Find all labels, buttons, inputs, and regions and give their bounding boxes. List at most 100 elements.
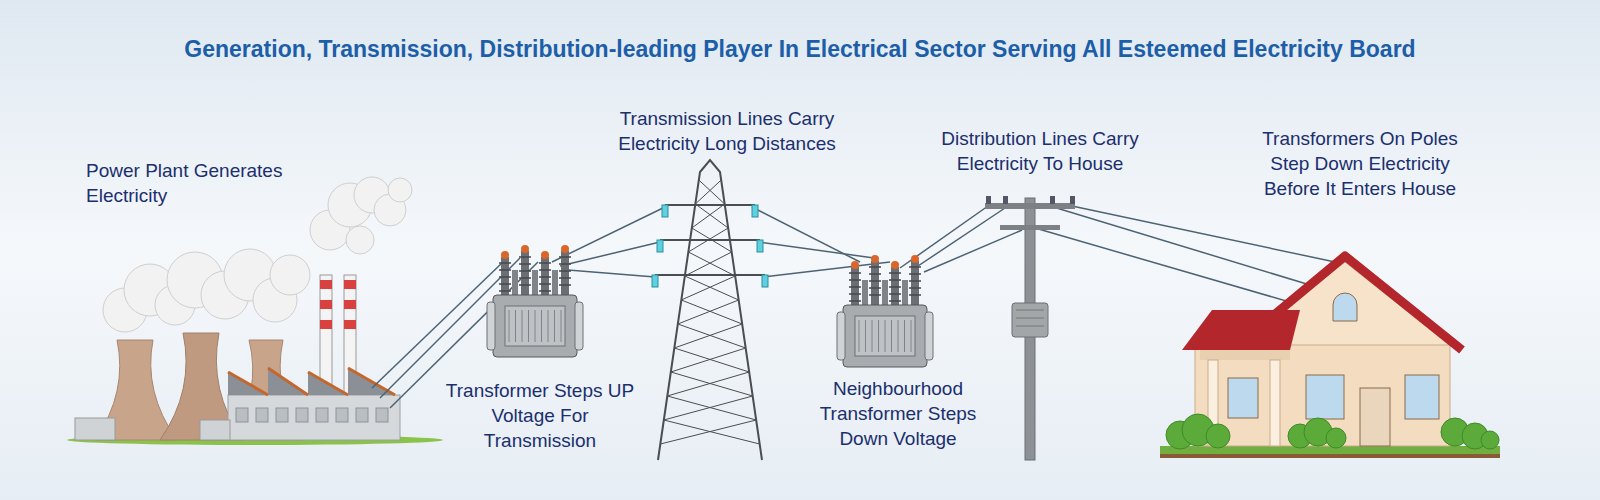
transmission-tower-part [757,240,763,252]
power-plant-part [344,300,356,309]
neighbourhood-transformer-part [865,320,866,352]
house-part [1360,388,1390,446]
neighbourhood-transformer-part [904,320,905,352]
step-up-transformer-part [539,269,551,271]
power-line-part [1072,206,1335,262]
step-up-transformer-part [575,302,583,350]
house-part [1195,340,1450,446]
transmission-tower [652,160,768,460]
step-up-transformer-part [552,270,558,295]
power-plant-part [308,372,348,395]
neighbourhood-transformer-part [869,294,881,296]
neighbourhood-transformer-part [878,320,879,352]
step-up-transformer-part [532,270,538,295]
utility-pole-part [1016,310,1044,311]
step-caption: Transformers On Poles Step Down Electric… [1240,126,1480,201]
utility-pole-part [1016,318,1044,319]
power-line-part [924,230,1022,272]
house-part [1326,428,1346,448]
transmission-tower-part [692,204,725,228]
neighbourhood-transformer-part [871,255,879,263]
neighbourhood-transformer [837,255,933,367]
transmission-tower-part [671,348,746,372]
power-plant-part [320,280,356,329]
step-up-transformer-part [519,284,531,286]
power-line-part [1035,228,1300,305]
house-part [1306,375,1344,419]
transmission-tower-part [681,276,735,300]
utility-pole-part [1070,196,1075,204]
neighbourhood-transformer-part [889,286,901,288]
neighbourhood-transformer-part [891,320,892,352]
step-up-transformer-part [512,270,518,295]
transmission-tower-part [678,300,739,324]
utility-pole-part [1012,303,1048,337]
power-plant-part [316,408,328,422]
neighbourhood-transformer-part [909,287,921,289]
power-plant-part [270,255,310,295]
neighbourhood-transformer-part [909,273,921,275]
neighbourhood-transformer-part [909,266,921,268]
power-line-part [912,208,1005,270]
step-up-transformer-part [505,306,565,346]
utility-pole-part [1016,326,1044,327]
step-up-transformer-part [521,245,529,253]
power-plant-part [320,280,332,289]
neighbourhood-transformer-part [925,312,933,360]
power-plant-part [308,372,348,395]
neighbourhood-transformer-part [869,287,881,289]
house-part [1166,414,1499,449]
neighbourhood-transformer-part [882,280,888,305]
step-up-transformer-part [559,277,571,279]
transmission-tower-part [699,180,725,204]
neighbourhood-transformer-part [889,272,901,274]
power-plant [67,177,443,445]
transmission-tower-part [762,275,768,287]
transmission-tower-part [695,180,721,204]
step-up-transformer-part [493,295,577,357]
step-caption: Neighbourhood Transformer Steps Down Vol… [803,376,993,451]
neighbourhood-transformer-part [898,320,899,352]
neighbourhood-transformer-part [911,320,912,352]
transmission-tower-part [685,276,739,300]
step-up-transformer-part [539,262,551,264]
transmission-tower-part [678,324,746,348]
page-title-text: Generation, Transmission, Distribution-l… [184,36,1415,62]
utility-pole-part [1050,196,1055,204]
step-up-transformer-part [539,290,551,292]
house-part [1182,310,1300,350]
house-part [1200,350,1290,360]
house-part [1405,375,1439,419]
power-plant-part [228,372,268,395]
step-up-transformer-part [519,263,531,265]
power-plant-part [276,408,288,422]
step-up-transformer-part [522,310,523,342]
page-title: Generation, Transmission, Distribution-l… [0,36,1600,63]
neighbourhood-transformer-part [911,255,919,263]
step-up-transformer-part [561,245,569,253]
neighbourhood-transformer-part [872,320,873,352]
transmission-tower-part [685,252,732,276]
transmission-tower-part [674,348,749,372]
power-plant-part [236,408,248,422]
house-part [1228,378,1258,418]
power-plant-part [200,420,230,440]
neighbourhood-transformer-part [849,293,861,295]
step-up-transformer-part [487,302,495,350]
step-up-transformer-part [535,310,536,342]
neighbourhood-transformer-part [859,320,860,352]
step-up-transformer-part [499,276,511,278]
transmission-tower-part [664,396,753,420]
transmission-tower-part [660,420,756,444]
transmission-tower-part [752,205,758,217]
utility-pole-part [985,203,1075,209]
power-plant-part [344,280,356,289]
power-plant-part [376,408,388,422]
step-up-transformer-part [541,251,549,259]
house-part [1270,360,1280,446]
transmission-tower-part [652,275,658,287]
step-up-transformer-part [499,269,511,271]
utility-pole [985,196,1075,460]
transmission-tower-part [674,324,742,348]
step-up-transformer-part [499,262,511,264]
